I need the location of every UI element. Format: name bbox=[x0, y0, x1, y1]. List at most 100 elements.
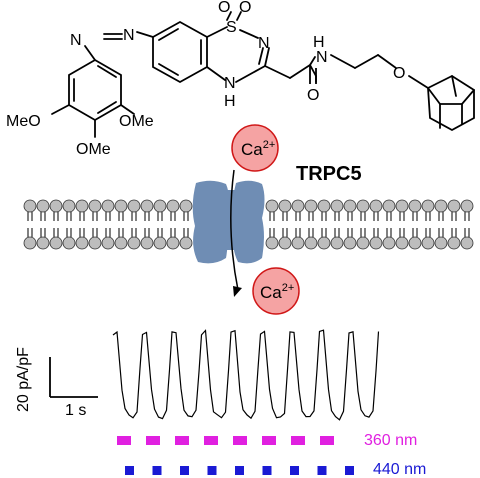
lipid-head bbox=[23, 199, 37, 213]
lipid-head bbox=[88, 199, 102, 213]
amide-nitrogen-label: N bbox=[316, 49, 328, 66]
lipid-head bbox=[356, 236, 370, 250]
illumination-label-2: 440 nm bbox=[373, 461, 426, 478]
lipid-head bbox=[278, 236, 292, 250]
light-pulse bbox=[262, 436, 276, 445]
lipid-head bbox=[265, 199, 279, 213]
lipid-head bbox=[291, 199, 305, 213]
methoxy-right-label: OMe bbox=[119, 113, 154, 130]
lipid-head bbox=[291, 236, 305, 250]
lipid-head bbox=[382, 199, 396, 213]
light-pulse bbox=[204, 436, 218, 445]
lipid-head bbox=[179, 199, 193, 213]
current-trace bbox=[112, 329, 380, 421]
lipid-head bbox=[447, 236, 461, 250]
lipid-head bbox=[408, 199, 422, 213]
light-pulse bbox=[175, 436, 189, 445]
lipid-head bbox=[114, 236, 128, 250]
ring-nitrogen-1-label: N bbox=[258, 35, 270, 52]
light-pulse bbox=[180, 466, 189, 475]
calcium-ion-inside: Ca2+ bbox=[252, 267, 300, 315]
lipid-head bbox=[382, 236, 396, 250]
lipid-head bbox=[317, 236, 331, 250]
scale-bar: 20 pA/pF 1 s bbox=[15, 347, 98, 419]
light-pulse bbox=[317, 466, 327, 475]
ring-nitrogen-2-label: N bbox=[224, 75, 236, 92]
lipid-head bbox=[75, 236, 89, 250]
lipid-head bbox=[330, 199, 344, 213]
lipid-head bbox=[343, 199, 357, 213]
lipid-head bbox=[166, 236, 180, 250]
lipid-head bbox=[36, 199, 50, 213]
lipid-head bbox=[356, 199, 370, 213]
lipid-head bbox=[330, 236, 344, 250]
lipid-head bbox=[62, 199, 76, 213]
lipid-head bbox=[421, 236, 435, 250]
lipid-head bbox=[101, 199, 115, 213]
amide-oxygen-label: O bbox=[307, 87, 319, 104]
lipid-head bbox=[153, 199, 167, 213]
lipid-head bbox=[460, 199, 474, 213]
light-pulse bbox=[262, 466, 272, 475]
scale-bar-y-label: 20 pA/pF bbox=[15, 347, 32, 412]
lipid-head bbox=[140, 199, 154, 213]
azo-nitrogen-1-label: N bbox=[70, 32, 82, 49]
svg-text:Ca2+: Ca2+ bbox=[260, 282, 294, 302]
lipid-head bbox=[421, 199, 435, 213]
ether-oxygen-label: O bbox=[393, 65, 405, 82]
ring-hydrogen-label: H bbox=[224, 93, 236, 110]
light-pulse bbox=[152, 466, 162, 475]
arrow-head-icon bbox=[233, 286, 242, 297]
light-pulse bbox=[320, 436, 334, 445]
lipid-head bbox=[49, 199, 63, 213]
lipid-head bbox=[460, 236, 474, 250]
lipid-head bbox=[343, 236, 357, 250]
carbonyl-bond bbox=[309, 65, 317, 84]
lipid-head bbox=[114, 199, 128, 213]
lipid-head bbox=[75, 199, 89, 213]
lipid-head bbox=[434, 236, 448, 250]
lipid-head bbox=[447, 199, 461, 213]
lipid-head bbox=[62, 236, 76, 250]
lipid-head bbox=[179, 236, 193, 250]
ion-symbol: Ca bbox=[260, 283, 282, 302]
trpc5-channel bbox=[192, 180, 265, 264]
trimethoxyphenyl-ring bbox=[68, 58, 122, 122]
lipid-head bbox=[369, 236, 383, 250]
lipid-head bbox=[395, 199, 409, 213]
lipid-head bbox=[317, 199, 331, 213]
chemical-structure bbox=[51, 11, 475, 138]
lipid-head bbox=[140, 236, 154, 250]
lipid-head bbox=[49, 236, 63, 250]
lipid-head bbox=[278, 199, 292, 213]
light-pulse bbox=[290, 466, 299, 475]
lipid-head bbox=[166, 199, 180, 213]
lipid-head bbox=[408, 236, 422, 250]
svg-text:Ca2+: Ca2+ bbox=[241, 139, 275, 159]
lipid-head bbox=[127, 236, 141, 250]
ion-flow-arrow bbox=[230, 169, 239, 291]
illumination-label-1: 360 nm bbox=[364, 432, 417, 449]
light-pulse bbox=[345, 466, 354, 475]
light-pulse bbox=[125, 466, 134, 475]
lipid-head bbox=[127, 199, 141, 213]
light-pulse bbox=[146, 436, 160, 445]
lipid-head bbox=[434, 199, 448, 213]
lipid-head bbox=[23, 236, 37, 250]
amide-hydrogen-label: H bbox=[313, 34, 325, 51]
ion-symbol: Ca bbox=[241, 140, 263, 159]
calcium-ion-outside: Ca2+ bbox=[231, 124, 279, 172]
methoxy-left-label: MeO bbox=[6, 113, 41, 130]
azo-nitrogen-2-label: N bbox=[123, 27, 135, 44]
lipid-head bbox=[36, 236, 50, 250]
channel-label: TRPC5 bbox=[296, 163, 362, 185]
ion-charge: 2+ bbox=[282, 282, 295, 294]
ion-charge: 2+ bbox=[263, 139, 276, 151]
sulfonyl-oxygen-1-label: O bbox=[218, 0, 230, 16]
sulfur-label: S bbox=[226, 19, 237, 36]
lipid-head bbox=[101, 236, 115, 250]
lipid-head bbox=[395, 236, 409, 250]
lipid-head bbox=[304, 236, 318, 250]
light-pulse bbox=[207, 466, 217, 475]
